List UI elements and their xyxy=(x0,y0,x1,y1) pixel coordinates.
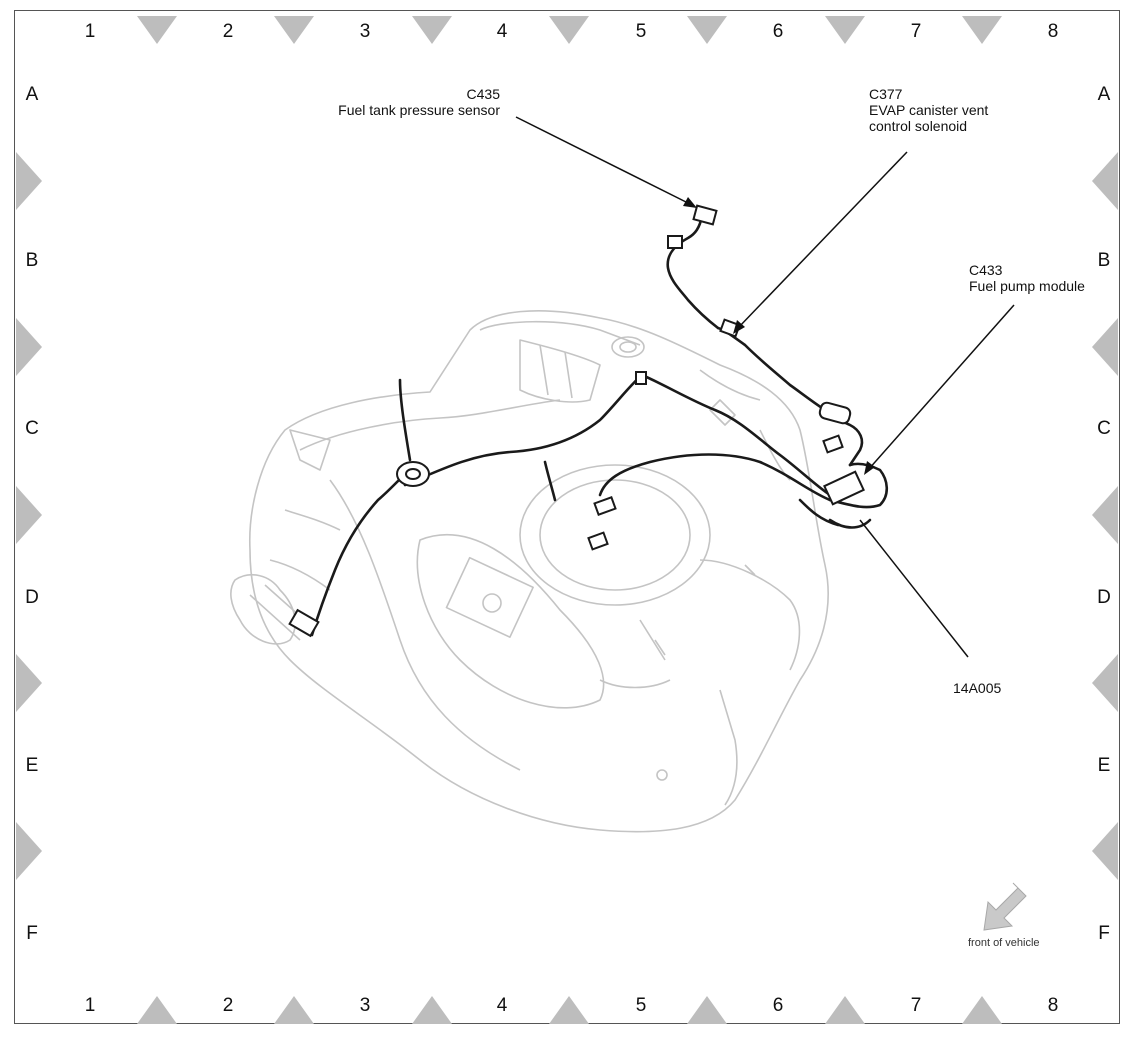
column-label-1-bottom: 1 xyxy=(84,995,96,1016)
column-label-5: 5 xyxy=(635,21,647,42)
column-label-4: 4 xyxy=(496,21,508,42)
column-label-7-bottom: 7 xyxy=(910,995,922,1016)
row-label-f-right: F xyxy=(1098,923,1110,944)
grid-markers xyxy=(16,16,1118,1024)
callout-c377-line1: EVAP canister vent xyxy=(869,102,989,118)
column-label-6-bottom: 6 xyxy=(772,995,784,1016)
row-label-d-right: D xyxy=(1097,587,1111,608)
callout-c433: C433 Fuel pump module xyxy=(969,262,1085,294)
leader-arrowheads xyxy=(683,197,875,475)
callout-14a005-code: 14A005 xyxy=(953,680,1002,696)
column-label-6: 6 xyxy=(772,21,784,42)
harness-connectors xyxy=(288,204,865,638)
column-label-8-bottom: 8 xyxy=(1047,995,1059,1016)
row-label-a-right: A xyxy=(1097,84,1111,105)
callout-c435-code: C435 xyxy=(466,86,500,102)
callout-14a005: 14A005 xyxy=(953,680,1001,696)
callout-c377-line2: control solenoid xyxy=(869,118,968,134)
column-label-2-bottom: 2 xyxy=(222,995,234,1016)
callout-c433-name: Fuel pump module xyxy=(969,278,1085,294)
column-label-4-bottom: 4 xyxy=(496,995,508,1016)
callout-c377: C377 EVAP canister vent control solenoid xyxy=(869,86,988,134)
column-label-1: 1 xyxy=(84,21,96,42)
row-label-f: F xyxy=(26,923,38,944)
column-label-5-bottom: 5 xyxy=(635,995,647,1016)
callout-c377-code: C377 xyxy=(869,86,903,102)
row-label-c-right: C xyxy=(1097,418,1111,439)
front-of-vehicle-label: front of vehicle xyxy=(968,937,1040,949)
row-label-c: C xyxy=(25,418,39,439)
row-label-b: B xyxy=(25,250,39,271)
row-label-e: E xyxy=(25,755,39,776)
leader-lines xyxy=(515,116,1015,658)
column-label-7: 7 xyxy=(910,21,922,42)
callout-c435: C435 Fuel tank pressure sensor xyxy=(300,86,500,118)
row-label-e-right: E xyxy=(1097,755,1111,776)
column-label-3: 3 xyxy=(359,21,371,42)
wiring-harness xyxy=(310,213,889,637)
row-label-d: D xyxy=(25,587,39,608)
arrow-down-left-icon xyxy=(983,882,1027,931)
column-label-2: 2 xyxy=(222,21,234,42)
callout-c435-name: Fuel tank pressure sensor xyxy=(338,102,500,118)
row-label-b-right: B xyxy=(1097,250,1111,271)
callout-c433-code: C433 xyxy=(969,262,1003,278)
column-label-8: 8 xyxy=(1047,21,1059,42)
row-label-a: A xyxy=(25,84,39,105)
fuel-tank xyxy=(230,310,829,833)
column-label-3-bottom: 3 xyxy=(359,995,371,1016)
